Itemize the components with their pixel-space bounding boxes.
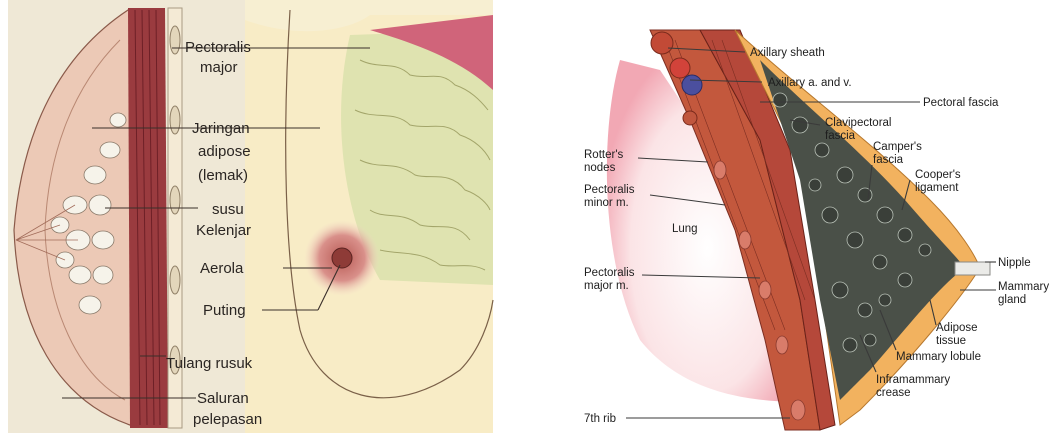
vessel [683, 111, 697, 125]
rib-section [170, 26, 180, 54]
label-campers-fascia: Camper's fascia [873, 141, 925, 166]
label-aerola: Aerola [200, 260, 244, 277]
label-mammary-lobule: Mammary lobule [896, 351, 981, 363]
label-7th-rib: 7th rib [584, 413, 616, 425]
rib-section [170, 186, 180, 214]
label-adipose-tissue: Adipose tissue [936, 322, 981, 347]
label-axillary-sheath: Axillary sheath [750, 47, 825, 59]
right-panel [607, 30, 990, 430]
axillary-vein [682, 75, 702, 95]
label-lung: Lung [672, 223, 698, 235]
label-tulang-rusuk: Tulang rusuk [166, 355, 253, 372]
axillary-artery [670, 58, 690, 78]
rib-section [170, 266, 180, 294]
label-inframammary-crease: Inframammary crease [876, 374, 953, 399]
nipple-r [955, 262, 990, 275]
vessel [651, 32, 673, 54]
pectoralis-major-muscle [128, 8, 168, 428]
label-mammary-gland: Mammary gland [998, 281, 1052, 306]
label-jaringan-adipose: Jaringan adipose (lemak) [192, 120, 255, 184]
label-nipple: Nipple [998, 257, 1031, 269]
rib-section [170, 106, 180, 134]
label-puting: Puting [203, 302, 246, 319]
label-coopers-ligament: Cooper's ligament [915, 169, 964, 194]
nipple [332, 248, 352, 268]
label-pectoral-fascia: Pectoral fascia [923, 97, 999, 109]
label-axillary-av: Axillary a. and v. [768, 77, 852, 89]
